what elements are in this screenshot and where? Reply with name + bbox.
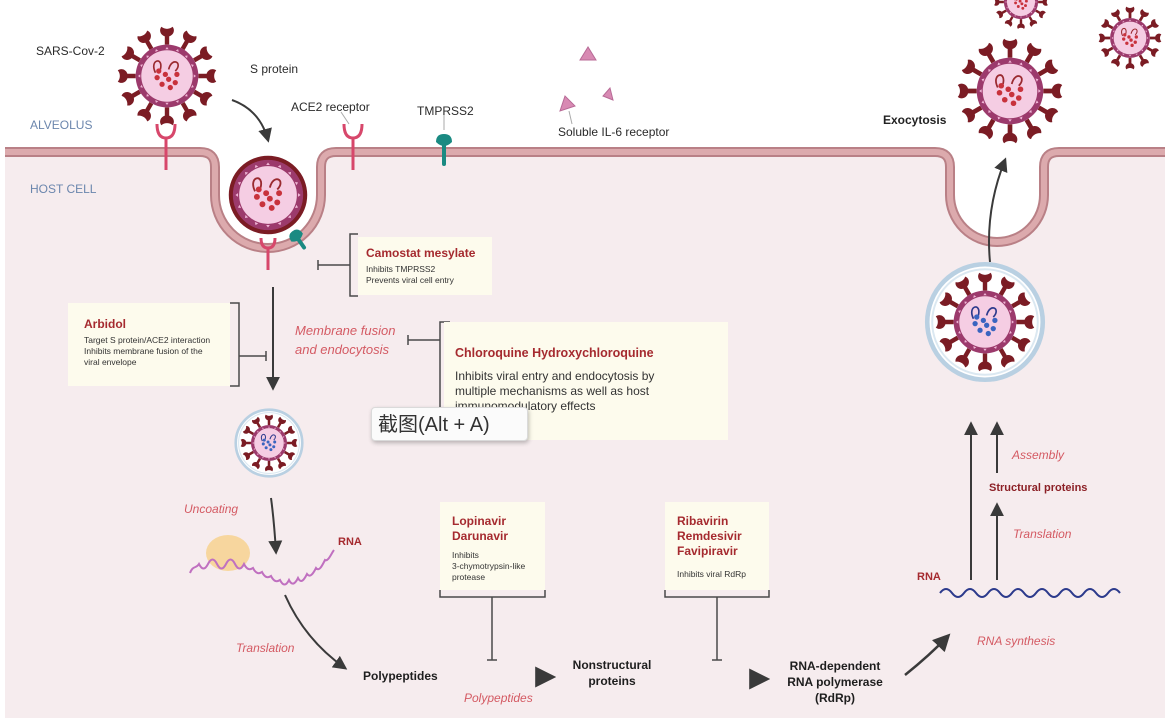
desc-line: Target S protein/ACE2 interaction — [84, 335, 211, 345]
translation-label-left: Translation — [236, 641, 295, 655]
drug-name: Darunavir — [452, 529, 509, 543]
tmprss2-protease — [436, 112, 452, 166]
assembly-label: Assembly — [1012, 448, 1065, 462]
desc-line: Inhibits membrane fusion of the — [84, 346, 203, 356]
desc-line: Prevents viral cell entry — [366, 275, 454, 285]
ace2-receptor-label: ACE2 receptor — [291, 100, 370, 114]
drug-desc-lopinavir: Inhibits 3-chymotrypsin-like protease — [452, 550, 533, 583]
desc-line: Inhibits — [452, 550, 479, 560]
structural-proteins-label: Structural proteins — [989, 482, 1088, 494]
sars-cov-2-label: SARS-Cov-2 — [36, 44, 105, 58]
drug-desc-arbidol: Target S protein/ACE2 interaction Inhibi… — [84, 335, 214, 368]
drug-name: Lopinavir — [452, 514, 507, 528]
virion-exocytosed — [957, 38, 1063, 144]
il6-receptor-label: Soluble IL-6 receptor — [558, 125, 670, 139]
desc-line: 3-chymotrypsin-like — [452, 561, 526, 571]
desc-line: Inhibits viral RdRp — [677, 569, 746, 579]
rdrp-line-3: (RdRp) — [815, 691, 855, 705]
virion-assembled-vesicle — [924, 261, 1046, 383]
inhibitor-lopinavir — [439, 590, 546, 661]
drug-title-lopinavir: Lopinavir Darunavir — [452, 514, 533, 544]
rdrp-node: RNA-dependent RNA polymerase (RdRp) — [780, 658, 890, 706]
tmprss2-bound — [289, 229, 307, 250]
alveolus-label: ALVEOLUS — [30, 118, 93, 132]
il6-receptor-icons — [559, 46, 614, 125]
translation-label-right: Translation — [1013, 527, 1072, 541]
drug-name: Favipiravir — [677, 544, 738, 558]
polypeptides-italic-label: Polypeptides — [464, 691, 533, 705]
nonstructural-line-1: Nonstructural — [572, 658, 652, 672]
drug-title-camostat: Camostat mesylate — [366, 246, 476, 260]
host-cell-label: HOST CELL — [30, 182, 97, 196]
exocytosis-label: Exocytosis — [883, 113, 947, 127]
drug-desc-camostat: Inhibits TMPRSS2 Prevents viral cell ent… — [366, 264, 484, 286]
membrane-fusion-label-2: and endocytosis — [295, 342, 389, 357]
inhibitor-arbidol — [230, 302, 267, 387]
ace2-receptor-1 — [155, 123, 177, 170]
drug-title-chloroquine: Chloroquine Hydroxychloroquine — [455, 346, 654, 360]
arrow-rna-synthesis — [904, 633, 951, 676]
ace2-receptor-3 — [259, 237, 277, 270]
rna-synthesis-label: RNA synthesis — [977, 634, 1056, 648]
polypeptides-node: Polypeptides — [363, 669, 438, 683]
desc-line: multiple mechanisms as well as host — [455, 384, 650, 398]
arrow-exocytosis — [988, 157, 1008, 263]
ace2-receptor-2 — [342, 123, 364, 170]
arrow-attach — [231, 99, 272, 143]
rdrp-line-1: RNA-dependent — [789, 659, 881, 673]
virion-endocytosed — [228, 155, 308, 235]
virion-sars-cov-2-attaching — [117, 26, 217, 126]
arrow-uncoating — [268, 497, 283, 555]
desc-line: protease — [452, 572, 486, 582]
rna-label-left: RNA — [338, 536, 362, 548]
desc-line: Inhibits viral entry and endocytosis by — [455, 369, 655, 383]
arrow-translation — [284, 594, 348, 670]
desc-line: Inhibits TMPRSS2 — [366, 264, 436, 274]
rna-label-right: RNA — [917, 571, 941, 583]
uncoating-label: Uncoating — [184, 502, 239, 516]
rna-strand-pink — [189, 549, 335, 586]
tmprss2-label: TMPRSS2 — [417, 104, 474, 118]
drug-box-lopinavir: Lopinavir Darunavir Inhibits 3-chymotryp… — [440, 502, 545, 590]
inhibitor-camostat — [317, 233, 358, 297]
drug-title-arbidol: Arbidol — [84, 317, 126, 331]
rdrp-line-2: RNA polymerase — [787, 675, 883, 689]
s-protein-label: S protein — [250, 62, 299, 76]
virion-in-endosome — [234, 408, 304, 478]
drug-title-ribavirin: Ribavirin Remdesivir Favipiravir — [677, 514, 757, 559]
rna-strand-blue — [939, 588, 1121, 598]
nonstructural-line-2: proteins — [588, 674, 636, 688]
drug-name: Ribavirin — [677, 514, 729, 528]
nonstructural-proteins-node: Nonstructural proteins — [566, 657, 658, 689]
screenshot-shortcut-tooltip: 截图(Alt + A) — [371, 407, 528, 441]
drug-box-arbidol: Arbidol Target S protein/ACE2 interactio… — [68, 303, 230, 386]
inhibitor-ribavirin — [664, 590, 770, 661]
drug-box-ribavirin: Ribavirin Remdesivir Favipiravir Inhibit… — [665, 502, 769, 590]
desc-line: viral envelope — [84, 357, 137, 367]
membrane-fusion-label-1: Membrane fusion — [295, 323, 396, 338]
drug-desc-ribavirin: Inhibits viral RdRp — [677, 569, 757, 580]
virion-released-top — [994, 0, 1048, 29]
drug-box-camostat: Camostat mesylate Inhibits TMPRSS2 Preve… — [358, 237, 492, 295]
virion-released-right — [1098, 6, 1162, 70]
drug-name: Remdesivir — [677, 529, 742, 543]
